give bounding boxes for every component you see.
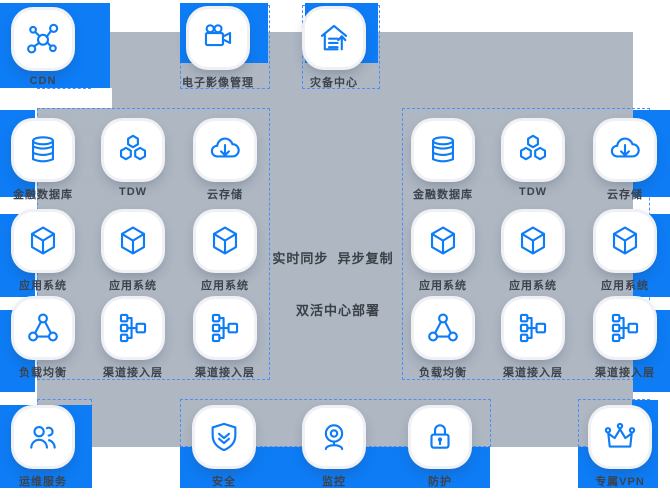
node-label: 渠道接入层	[103, 367, 163, 379]
app-cube-icon	[414, 212, 472, 270]
node-left-load-balancer: 负载均衡	[0, 299, 86, 380]
node-right-finance-db: 金融数据库	[400, 121, 486, 202]
node-label: 应用系统	[419, 280, 467, 292]
node-protection: 防护	[397, 408, 483, 489]
node-left-app3: 应用系统	[182, 212, 268, 293]
app-cube-icon	[596, 212, 654, 270]
node-label: TDW	[118, 186, 148, 198]
channel-access-tree-icon	[196, 299, 254, 357]
lock-icon	[411, 408, 469, 466]
node-left-app1: 应用系统	[0, 212, 86, 293]
node-label: 灾备中心	[310, 77, 358, 89]
node-label: TDW	[518, 186, 548, 198]
database-icon	[14, 121, 72, 179]
users-icon	[14, 408, 72, 466]
node-label: 电子影像管理	[182, 77, 254, 89]
node-disaster-recovery: 灾备中心	[291, 9, 377, 90]
node-label: 监控	[322, 476, 346, 488]
node-label: 运维服务	[19, 476, 67, 488]
node-label: 应用系统	[509, 280, 557, 292]
node-label: 应用系统	[201, 280, 249, 292]
node-vpn: 专属VPN	[577, 408, 663, 489]
app-cube-icon	[196, 212, 254, 270]
node-left-cloud-storage: 云存储	[182, 121, 268, 202]
tdw-hexagons-icon	[104, 121, 162, 179]
crown-icon	[591, 408, 649, 466]
app-cube-icon	[104, 212, 162, 270]
node-right-cloud-storage: 云存储	[582, 121, 668, 202]
load-balancer-icon	[414, 299, 472, 357]
node-label: 渠道接入层	[195, 367, 255, 379]
node-label: 负载均衡	[419, 367, 467, 379]
tdw-hexagons-icon	[504, 121, 562, 179]
node-label: 渠道接入层	[503, 367, 563, 379]
node-security: 安全	[181, 408, 267, 489]
node-right-channel1: 渠道接入层	[490, 299, 576, 380]
node-right-channel2: 渠道接入层	[582, 299, 668, 380]
node-monitoring: 监控	[291, 408, 377, 489]
node-label: 负载均衡	[19, 367, 67, 379]
cloud-download-icon	[196, 121, 254, 179]
load-balancer-icon	[14, 299, 72, 357]
cdn-network-icon	[14, 10, 72, 68]
node-left-tdw: TDW	[90, 121, 176, 198]
node-label: 防护	[428, 476, 452, 488]
node-imaging: 电子影像管理	[175, 9, 261, 90]
disaster-recovery-home-icon	[305, 9, 363, 67]
channel-access-tree-icon	[104, 299, 162, 357]
node-label: 应用系统	[19, 280, 67, 292]
webcam-icon	[305, 408, 363, 466]
node-right-tdw: TDW	[490, 121, 576, 198]
node-service: 运维服务	[0, 408, 86, 489]
node-left-app2: 应用系统	[90, 212, 176, 293]
node-cdn: CDN	[0, 10, 86, 87]
node-left-finance-db: 金融数据库	[0, 121, 86, 202]
channel-access-tree-icon	[596, 299, 654, 357]
node-label: CDN	[29, 75, 57, 87]
database-icon	[414, 121, 472, 179]
node-label: 云存储	[607, 189, 643, 201]
cloud-download-icon	[596, 121, 654, 179]
video-camera-icon	[189, 9, 247, 67]
node-label: 金融数据库	[413, 189, 473, 201]
sync-caption: 实时同步 异步复制	[272, 251, 394, 266]
node-right-app1: 应用系统	[400, 212, 486, 293]
node-right-app3: 应用系统	[582, 212, 668, 293]
node-right-app2: 应用系统	[490, 212, 576, 293]
node-left-channel1: 渠道接入层	[90, 299, 176, 380]
node-label: 云存储	[207, 189, 243, 201]
node-right-load-balancer: 负载均衡	[400, 299, 486, 380]
shield-check-icon	[195, 408, 253, 466]
node-left-channel2: 渠道接入层	[182, 299, 268, 380]
node-label: 应用系统	[109, 280, 157, 292]
node-label: 渠道接入层	[595, 367, 655, 379]
deployment-caption: 双活中心部署	[295, 303, 381, 318]
app-cube-icon	[504, 212, 562, 270]
node-label: 金融数据库	[13, 189, 73, 201]
app-cube-icon	[14, 212, 72, 270]
channel-access-tree-icon	[504, 299, 562, 357]
panel-notch	[0, 88, 112, 108]
node-label: 专属VPN	[595, 476, 645, 488]
node-label: 安全	[212, 476, 236, 488]
node-label: 应用系统	[601, 280, 649, 292]
